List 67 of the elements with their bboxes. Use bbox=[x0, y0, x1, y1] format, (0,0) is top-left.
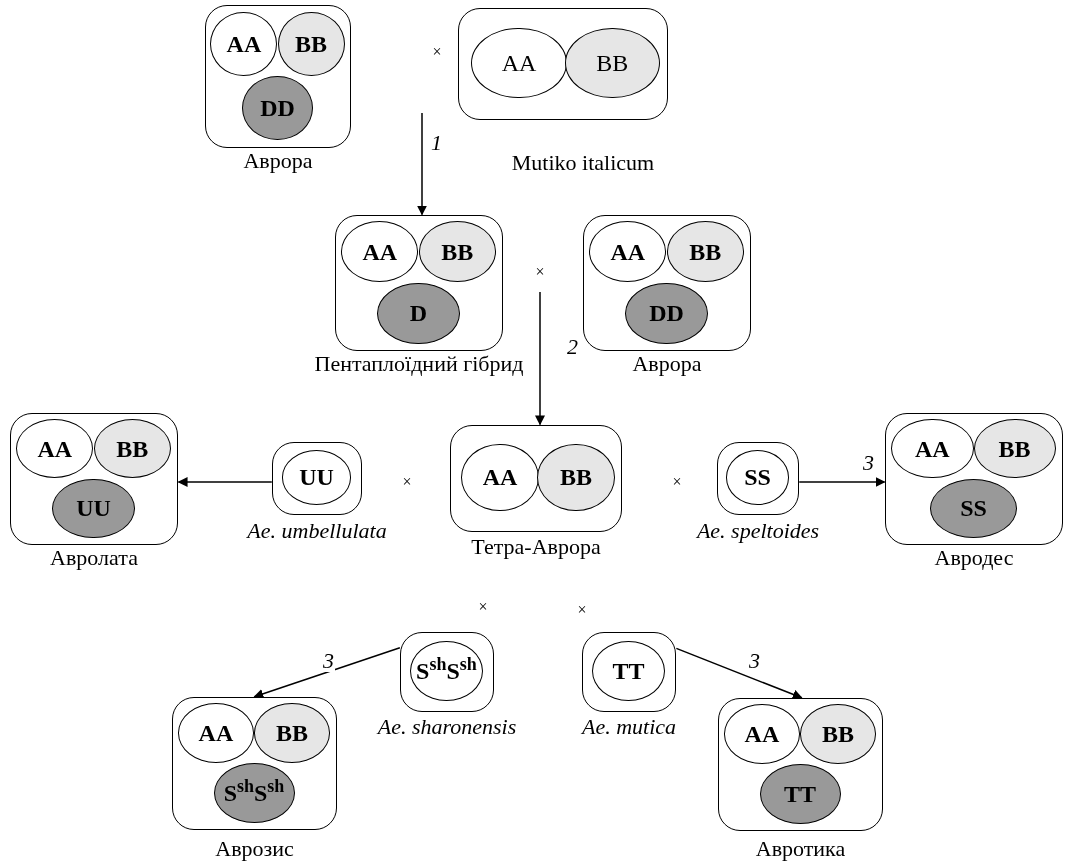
node-label: Авродес bbox=[934, 547, 1014, 569]
genome-ellipse: SS bbox=[725, 450, 790, 505]
node-label: Пентаплоїдний гібрид bbox=[314, 353, 524, 375]
genome-box bbox=[10, 413, 178, 545]
node-label: Тетра-Аврора bbox=[471, 536, 601, 558]
cross-sign: × bbox=[478, 599, 488, 615]
cross-sign: × bbox=[402, 474, 412, 490]
genome-ellipse: TT bbox=[759, 764, 841, 824]
node-label: Ae. speltoides bbox=[696, 520, 820, 542]
genome-box bbox=[718, 698, 883, 831]
genome-ellipse: BB bbox=[973, 419, 1056, 479]
genome-ellipse: UU bbox=[52, 478, 135, 538]
genome-box bbox=[582, 632, 676, 712]
cross-sign: × bbox=[535, 264, 545, 280]
genome-box bbox=[717, 442, 799, 515]
genome-ellipse: BB bbox=[564, 27, 660, 99]
genome-box bbox=[400, 632, 494, 712]
node-label: Авротика bbox=[755, 838, 846, 860]
genome-box bbox=[885, 413, 1063, 545]
genome-ellipse: BB bbox=[418, 221, 497, 283]
node-label: Аврора bbox=[243, 150, 313, 172]
arrow bbox=[177, 477, 273, 487]
node-label: Аврора bbox=[632, 353, 702, 375]
genome-ellipse: BB bbox=[93, 419, 172, 479]
genome-ellipse: DD bbox=[241, 76, 314, 141]
genome-ellipse: AA bbox=[210, 11, 278, 76]
genome-ellipse: AA bbox=[340, 221, 419, 283]
cross-sign: × bbox=[432, 44, 442, 60]
node-label: Ae. sharonensis bbox=[377, 716, 517, 738]
genome-ellipse: BB bbox=[800, 704, 877, 764]
arrow bbox=[535, 291, 545, 426]
genome-ellipse: SS bbox=[929, 478, 1018, 538]
genome-box bbox=[272, 442, 362, 515]
node-label: Ae. mutica bbox=[581, 716, 677, 738]
genome-ellipse: BB bbox=[537, 443, 615, 512]
genome-box bbox=[172, 697, 337, 830]
genome-ellipse: BB bbox=[277, 11, 345, 76]
genome-ellipse: S$^{sh}$S$^{sh}$ bbox=[213, 763, 295, 823]
node-label: Авролата bbox=[50, 547, 138, 569]
genome-ellipse: AA bbox=[177, 703, 254, 763]
arrow bbox=[417, 112, 427, 216]
genome-ellipse: DD bbox=[625, 282, 708, 344]
arrow bbox=[675, 647, 803, 700]
arrow bbox=[253, 647, 401, 699]
genome-box bbox=[205, 5, 351, 148]
genome-ellipse: BB bbox=[254, 703, 331, 763]
genome-ellipse: S$^{sh}$S$^{sh}$ bbox=[410, 640, 483, 701]
genome-ellipse: D bbox=[377, 282, 460, 344]
genome-ellipse: AA bbox=[15, 419, 94, 479]
arrow bbox=[798, 477, 886, 487]
cross-sign: × bbox=[672, 474, 682, 490]
genome-box bbox=[458, 8, 668, 120]
genome-ellipse: TT bbox=[592, 640, 665, 701]
genome-ellipse: AA bbox=[471, 27, 567, 99]
genome-ellipse: BB bbox=[666, 221, 745, 283]
genome-ellipse: AA bbox=[891, 419, 974, 479]
genome-box bbox=[335, 215, 503, 351]
genome-box bbox=[583, 215, 751, 351]
genome-ellipse: AA bbox=[723, 704, 800, 764]
genome-ellipse: AA bbox=[588, 221, 667, 283]
node-label: Аврозис bbox=[215, 838, 294, 860]
cross-sign: × bbox=[577, 602, 587, 618]
node-label: Ae. umbellulata bbox=[247, 520, 387, 542]
genome-ellipse: UU bbox=[281, 450, 352, 505]
genome-ellipse: AA bbox=[461, 443, 539, 512]
genome-box bbox=[450, 425, 622, 532]
node-label: Mutiko italicum bbox=[511, 152, 655, 174]
